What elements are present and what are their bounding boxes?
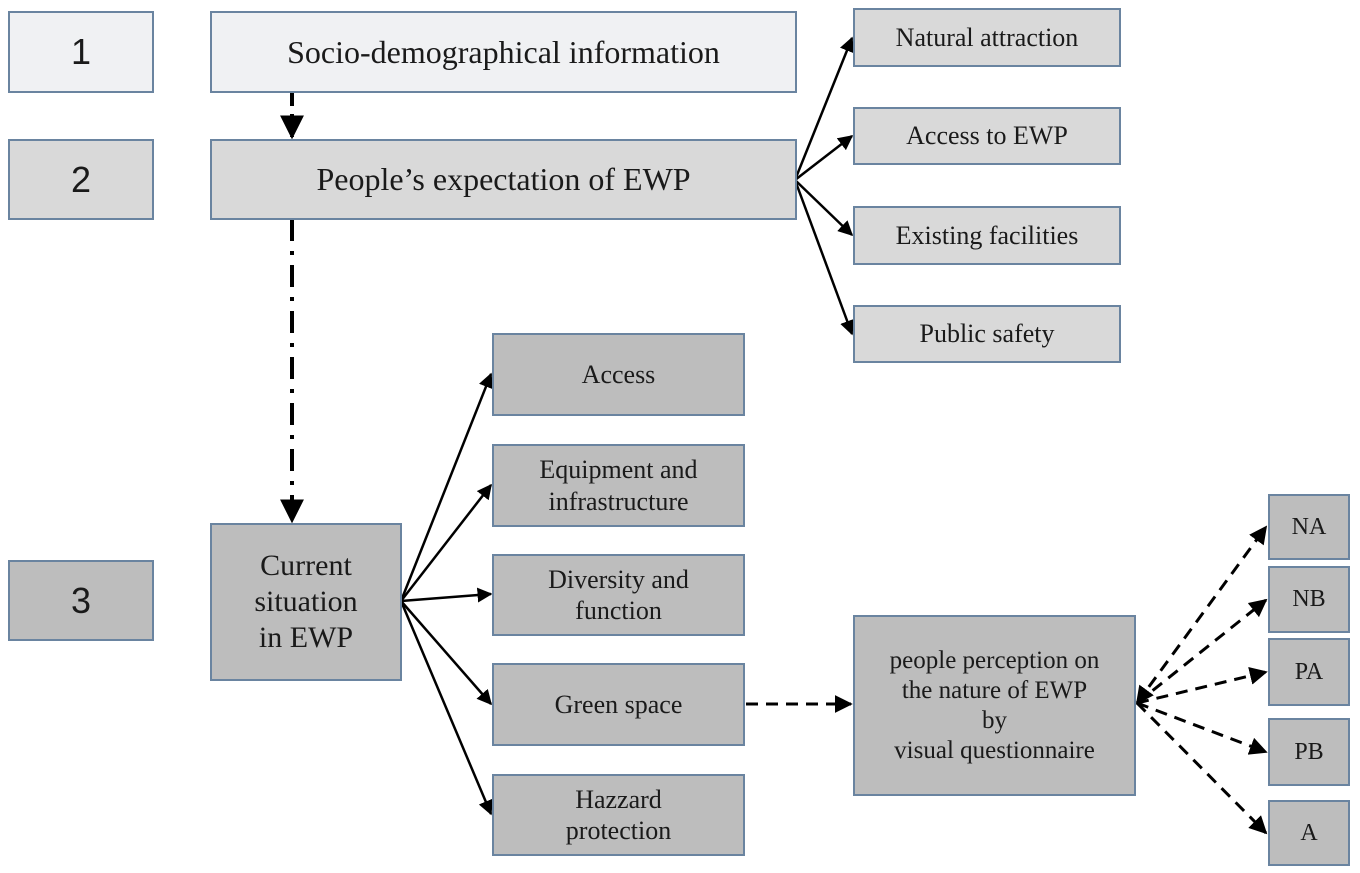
category-a: A	[1268, 800, 1350, 866]
category-pb: PB	[1268, 718, 1350, 786]
factor-access: Access	[492, 333, 745, 416]
current-situation-box: Current situation in EWP	[210, 523, 402, 681]
category-nb: NB	[1268, 566, 1350, 633]
factor-diversity-function: Diversity and function	[492, 554, 745, 636]
factor-hazzard-protection: Hazzard protection	[492, 774, 745, 856]
step-number-1: 1	[8, 11, 154, 93]
category-na: NA	[1268, 494, 1350, 560]
expectation-box: People’s expectation of EWP	[210, 139, 797, 220]
step-number-3: 3	[8, 560, 154, 641]
factor-access-to-ewp: Access to EWP	[853, 107, 1121, 165]
factor-green-space: Green space	[492, 663, 745, 746]
factor-equipment-infrastructure: Equipment and infrastructure	[492, 444, 745, 527]
socio-demographic-box: Socio-demographical information	[210, 11, 797, 93]
step-number-2: 2	[8, 139, 154, 220]
factor-public-safety: Public safety	[853, 305, 1121, 363]
factor-existing-facilities: Existing facilities	[853, 206, 1121, 265]
factor-natural-attraction: Natural attraction	[853, 8, 1121, 67]
perception-box: people perception on the nature of EWP b…	[853, 615, 1136, 796]
category-pa: PA	[1268, 638, 1350, 706]
